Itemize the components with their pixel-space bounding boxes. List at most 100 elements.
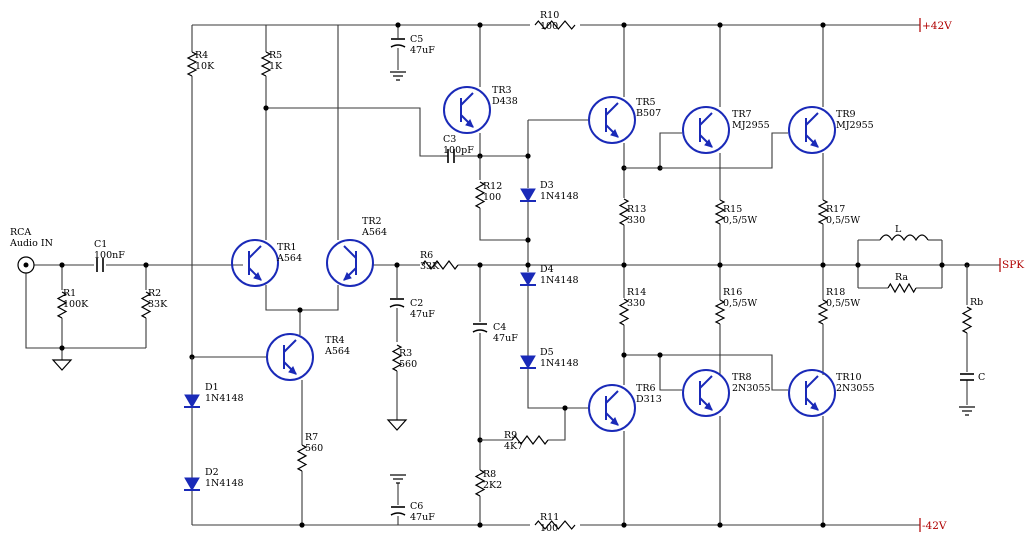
r7-value: 560 — [305, 443, 323, 454]
r2-ref: R2 — [148, 288, 161, 299]
tr3-value: D438 — [492, 96, 518, 107]
wire — [479, 133, 528, 157]
resistor-body — [534, 20, 576, 30]
junction-dot — [477, 22, 483, 28]
r8-value: 2K2 — [483, 480, 502, 491]
r6-value: 33K — [420, 261, 440, 272]
top-rail-label: +42V — [922, 20, 952, 32]
d3-value: 1N4148 — [540, 191, 579, 202]
r7-ref: R7 — [305, 432, 318, 443]
c5-ref: C5 — [410, 34, 423, 45]
diode-body — [520, 188, 536, 202]
junction-dot — [621, 522, 627, 528]
tr8-ref: TR8 — [732, 372, 752, 383]
wires — [25, 18, 1001, 532]
capacitor-plate — [390, 512, 406, 516]
r1-value: 100K — [63, 299, 89, 310]
r1-ref: R1 — [63, 288, 76, 299]
tr4-value: A564 — [324, 346, 350, 357]
wire — [624, 132, 682, 169]
d4-value: 1N4148 — [540, 275, 579, 286]
r13-value: 330 — [627, 215, 645, 226]
junction-dot — [621, 262, 627, 268]
junction-dot — [299, 522, 305, 528]
resistor-body — [961, 306, 973, 334]
r9-value: 4K7 — [504, 441, 523, 452]
c5-value: 47uF — [410, 45, 435, 56]
tr10-ref: TR10 — [836, 372, 862, 383]
junction-dot — [939, 262, 945, 268]
r11-ref: R11 — [540, 512, 559, 523]
c4-value: 47uF — [493, 333, 518, 344]
transistor-collector — [283, 339, 297, 353]
r15-value: 0,5/5W — [723, 215, 757, 226]
r18-value: 0,5/5W — [826, 298, 860, 309]
resistor-body — [817, 299, 829, 325]
junction-dot — [525, 153, 531, 159]
transistor-symbol — [788, 369, 836, 417]
junction-dot — [477, 522, 483, 528]
transistor-symbol — [588, 384, 636, 432]
resistor-body — [140, 291, 152, 319]
resistor-body — [391, 344, 403, 372]
junction-dot — [820, 262, 826, 268]
wire — [624, 354, 682, 391]
resistor-body — [887, 282, 917, 294]
resistor-body — [618, 298, 630, 326]
junction-dot — [562, 405, 568, 411]
transistor-collector — [248, 245, 262, 259]
capacitor-plate — [389, 304, 405, 308]
transistor-collector — [805, 375, 819, 389]
junction-dot — [394, 262, 400, 268]
r8-ref: R8 — [483, 469, 496, 480]
ra-ref: Ra — [895, 272, 908, 283]
diode-body — [184, 394, 200, 408]
c6-ref: C6 — [410, 501, 423, 512]
wire — [479, 208, 528, 241]
r4-ref: R4 — [195, 50, 208, 61]
junction-dot — [855, 262, 861, 268]
transistor-collector — [343, 245, 357, 259]
junction-dot — [621, 22, 627, 28]
r12-value: 100 — [483, 192, 501, 203]
transistor-symbol — [588, 96, 636, 144]
tr8-value: 2N3055 — [732, 383, 771, 394]
tr7-ref: TR7 — [732, 109, 752, 120]
resistor-body — [296, 444, 308, 472]
wire — [266, 107, 440, 157]
r11-value: 100 — [540, 523, 558, 534]
r10-ref: R10 — [540, 10, 559, 21]
tr2-value: A564 — [361, 227, 387, 238]
r17-ref: R17 — [826, 204, 845, 215]
tr4-ref: TR4 — [325, 335, 345, 346]
junction-dot — [395, 22, 401, 28]
r5-ref: R5 — [269, 50, 282, 61]
tr7-value: MJ2955 — [732, 120, 770, 131]
components — [17, 20, 975, 530]
resistor-body — [534, 520, 576, 530]
c1-ref: C1 — [94, 239, 107, 250]
r15-ref: R15 — [723, 204, 742, 215]
d2-ref: D2 — [205, 467, 219, 478]
tr6-value: D313 — [636, 394, 662, 405]
tr1-value: A564 — [276, 253, 302, 264]
r12-ref: R12 — [483, 181, 502, 192]
c1-value: 100nF — [94, 250, 125, 261]
tr9-ref: TR9 — [836, 109, 856, 120]
c6-value: 47uF — [410, 512, 435, 523]
junction-dot — [143, 262, 149, 268]
inductor-label: L — [895, 224, 902, 235]
d2-value: 1N4148 — [205, 478, 244, 489]
d5-ref: D5 — [540, 347, 554, 358]
r3-value: 560 — [399, 359, 417, 370]
transistor-collector — [605, 102, 619, 116]
junction-dot — [621, 352, 627, 358]
r16-value: 0,5/5W — [723, 298, 757, 309]
r9-ref: R9 — [504, 430, 517, 441]
r14-ref: R14 — [627, 287, 646, 298]
c2-ref: C2 — [410, 298, 423, 309]
tr5-ref: TR5 — [636, 97, 656, 108]
junction-dot — [525, 237, 531, 243]
